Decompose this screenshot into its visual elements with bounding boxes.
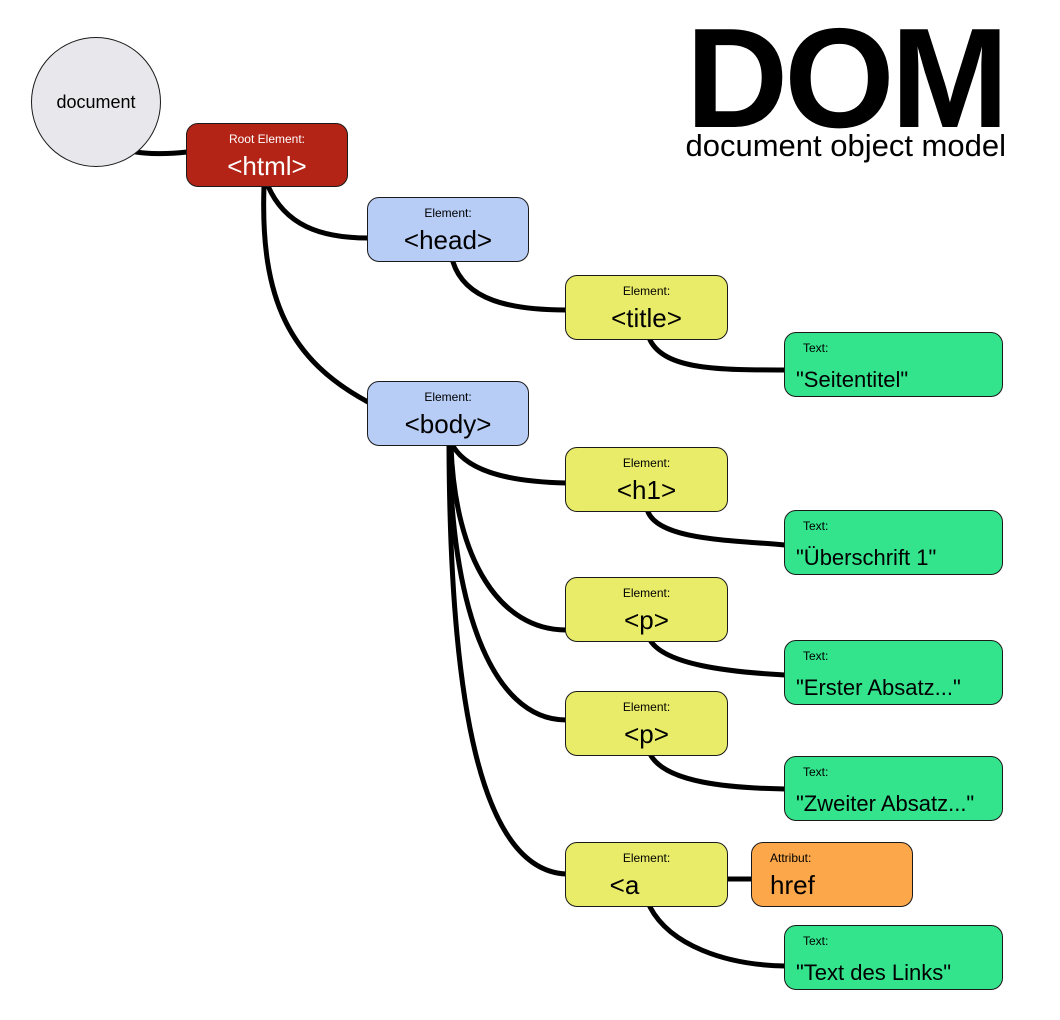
node-h1-text-value: "Überschrift 1" [796, 545, 937, 570]
node-p2-tag: <p> [624, 719, 669, 749]
node-p2-kind: Element: [622, 700, 671, 714]
node-p1-text-kind: Text: [803, 649, 829, 663]
node-title: Element: <title> [565, 275, 728, 340]
node-a-attribute: Attribut: href [751, 842, 913, 907]
node-a-tag: <a [609, 870, 640, 900]
node-a-text-value: "Text des Links" [796, 960, 952, 985]
dom-subtitle: document object model [685, 128, 1006, 163]
node-p2-text-value: "Zweiter Absatz..." [796, 791, 975, 816]
node-h1-tag: <h1> [616, 475, 677, 505]
node-title-text-kind: Text: [803, 341, 829, 355]
document-node: document [31, 37, 161, 167]
edge-body-a [446, 443, 569, 877]
edge-body-p1 [448, 443, 569, 633]
node-h1-text-kind: Text: [803, 519, 829, 533]
node-html-tag: <html> [227, 151, 307, 181]
node-html: Root Element: <html> [186, 123, 348, 187]
edge-title-titletext [647, 337, 788, 373]
node-body-kind: Element: [424, 390, 472, 404]
edge-a-atext [647, 904, 788, 969]
node-a-text: Text: "Text des Links" [784, 925, 1003, 990]
dom-title: DOM [685, 0, 1009, 158]
edge-body-p2 [447, 443, 569, 723]
node-p1: Element: <p> [565, 577, 728, 642]
node-a-attribute-kind: Attribut: [770, 851, 812, 865]
node-head: Element: <head> [367, 197, 529, 262]
node-title-text: Text: "Seitentitel" [784, 332, 1003, 397]
node-head-tag: <head> [403, 225, 493, 255]
node-h1: Element: <h1> [565, 447, 728, 512]
node-p2-text-kind: Text: [803, 765, 829, 779]
document-label: document [56, 91, 136, 112]
node-a-text-kind: Text: [803, 934, 829, 948]
edge-p1-p1text [647, 637, 788, 678]
node-a-attribute-value: href [770, 870, 815, 900]
node-a-kind: Element: [622, 851, 671, 865]
edge-h1-h1text [645, 509, 788, 548]
edge-html-body [261, 183, 371, 405]
node-p1-tag: <p> [624, 605, 669, 635]
edge-html-head [265, 183, 371, 241]
node-head-kind: Element: [424, 206, 472, 220]
node-title-tag: <title> [611, 303, 682, 333]
node-html-kind: Root Element: [228, 132, 306, 146]
node-title-text-value: "Seitentitel" [796, 367, 909, 392]
node-p1-kind: Element: [622, 586, 671, 600]
node-a: Element: <a [565, 842, 728, 907]
edge-body-h1 [450, 443, 569, 486]
node-p2: Element: <p> [565, 691, 728, 756]
node-title-kind: Element: [622, 284, 671, 298]
node-p2-text: Text: "Zweiter Absatz..." [784, 756, 1003, 821]
node-h1-text: Text: "Überschrift 1" [784, 510, 1003, 575]
node-body-tag: <body> [404, 409, 492, 439]
edge-head-title [450, 259, 569, 313]
node-p1-text-value: "Erster Absatz..." [796, 675, 961, 700]
edge-p2-p2text [647, 751, 788, 792]
node-h1-kind: Element: [622, 456, 671, 470]
node-p1-text: Text: "Erster Absatz..." [784, 640, 1003, 705]
node-body: Element: <body> [367, 381, 529, 446]
